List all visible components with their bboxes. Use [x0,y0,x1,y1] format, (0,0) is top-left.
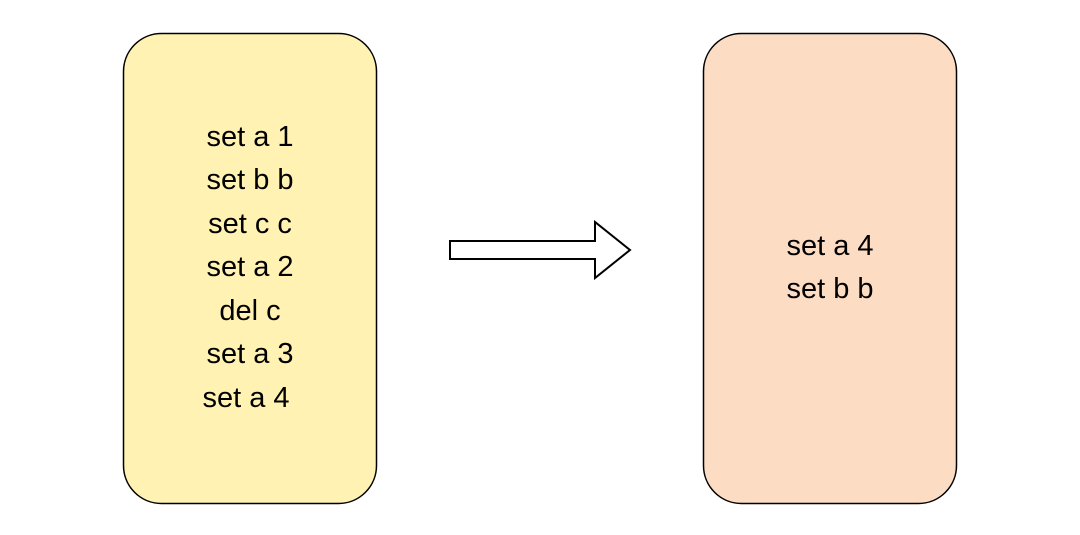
left-box [122,32,378,505]
right-box [702,32,958,505]
right-box-text: set a 4 set b b [703,33,957,503]
command-line: set b b [206,164,294,197]
left-box-text: set a 1 set b b set c c set a 2 del c se… [123,33,377,503]
command-line: set b b [786,273,874,305]
command-line: set a 1 [206,120,294,153]
command-line: set c c [208,207,292,240]
command-line: del c [219,294,281,327]
command-line: set a 2 [206,251,294,284]
right-arrow [449,219,632,281]
command-line: set a 4 [202,381,290,414]
command-line: set a 3 [206,338,294,371]
command-line: set a 4 [786,229,874,262]
